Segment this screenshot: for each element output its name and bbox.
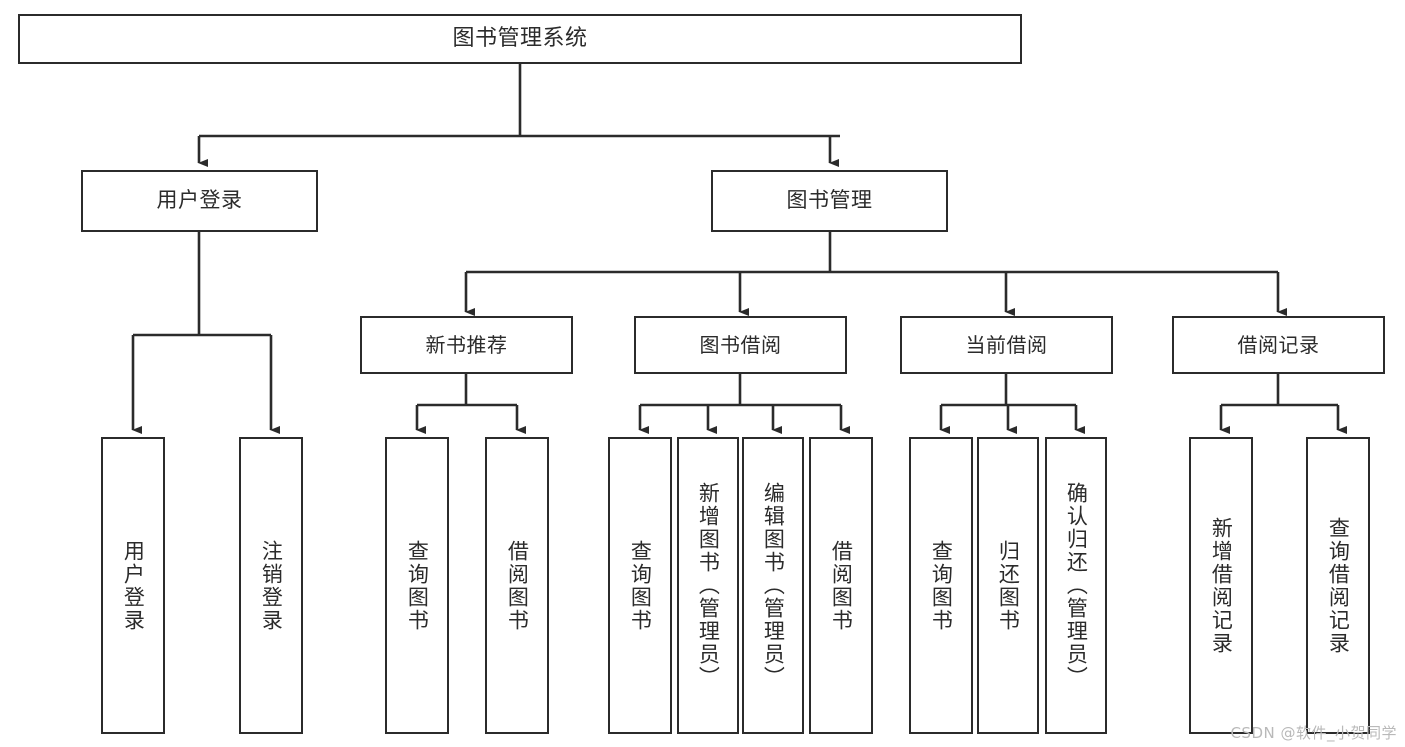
node-book-borrow-label: 图书借阅: [699, 332, 782, 357]
node-root-label: 图书管理系统: [452, 25, 588, 51]
leaf-borrow-book-label: 借阅图书: [829, 539, 854, 632]
leaf-add-borrow-record[interactable]: 新增借阅记录: [1189, 437, 1253, 734]
node-new-book-recommend[interactable]: 新书推荐: [360, 316, 573, 374]
node-book-borrow[interactable]: 图书借阅: [634, 316, 847, 374]
node-borrow-record-label: 借阅记录: [1237, 332, 1320, 357]
csdn-watermark: CSDN @软件_小贺同学: [1230, 724, 1397, 742]
leaf-new-book-borrow[interactable]: 借阅图书: [485, 437, 549, 734]
node-book-management[interactable]: 图书管理: [711, 170, 948, 232]
leaf-logout[interactable]: 注销登录: [239, 437, 303, 734]
leaf-new-book-borrow-label: 借阅图书: [505, 539, 530, 632]
leaf-edit-book-admin-label: 编辑图书（管理员）: [761, 482, 786, 689]
leaf-current-query-book-label: 查询图书: [929, 539, 954, 632]
node-current-borrow[interactable]: 当前借阅: [900, 316, 1113, 374]
node-new-book-recommend-label: 新书推荐: [425, 332, 508, 357]
node-book-management-label: 图书管理: [786, 188, 873, 213]
leaf-query-borrow-record-label: 查询借阅记录: [1326, 516, 1351, 655]
node-user-login-label: 用户登录: [156, 188, 243, 213]
leaf-confirm-return-admin[interactable]: 确认归还（管理员）: [1045, 437, 1107, 734]
leaf-add-book-admin-label: 新增图书（管理员）: [696, 482, 721, 689]
leaf-return-book[interactable]: 归还图书: [977, 437, 1039, 734]
leaf-return-book-label: 归还图书: [996, 539, 1021, 632]
leaf-logout-label: 注销登录: [259, 539, 284, 632]
node-current-borrow-label: 当前借阅: [965, 332, 1048, 357]
leaf-borrow-query-book-label: 查询图书: [628, 539, 653, 632]
leaf-user-login-label: 用户登录: [121, 539, 146, 632]
leaf-current-query-book[interactable]: 查询图书: [909, 437, 973, 734]
leaf-borrow-book[interactable]: 借阅图书: [809, 437, 873, 734]
leaf-add-book-admin[interactable]: 新增图书（管理员）: [677, 437, 739, 734]
leaf-user-login[interactable]: 用户登录: [101, 437, 165, 734]
leaf-query-borrow-record[interactable]: 查询借阅记录: [1306, 437, 1370, 734]
node-root-system[interactable]: 图书管理系统: [18, 14, 1022, 64]
leaf-add-borrow-record-label: 新增借阅记录: [1209, 516, 1234, 655]
node-borrow-record[interactable]: 借阅记录: [1172, 316, 1385, 374]
leaf-edit-book-admin[interactable]: 编辑图书（管理员）: [742, 437, 804, 734]
leaf-new-book-query-label: 查询图书: [405, 539, 430, 632]
leaf-new-book-query[interactable]: 查询图书: [385, 437, 449, 734]
node-user-login[interactable]: 用户登录: [81, 170, 318, 232]
leaf-confirm-return-admin-label: 确认归还（管理员）: [1064, 482, 1089, 689]
leaf-borrow-query-book[interactable]: 查询图书: [608, 437, 672, 734]
